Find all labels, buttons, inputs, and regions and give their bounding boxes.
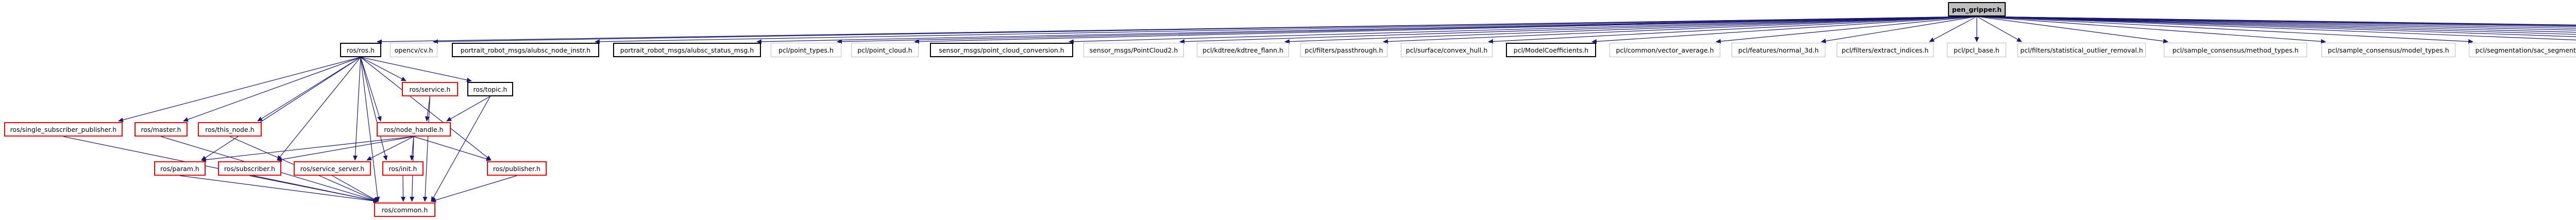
graph-node-master[interactable]: ros/master.h xyxy=(134,122,188,137)
graph-node-n10: pcl/filters/passthrough.h xyxy=(1300,43,1387,57)
graph-node-n8: sensor_msgs/PointCloud2.h xyxy=(1083,43,1184,57)
graph-node-ssp[interactable]: ros/single_subscriber_publisher.h xyxy=(4,122,123,137)
graph-node-n11: pcl/surface/convex_hull.h xyxy=(1401,43,1493,57)
graph-node-thisNode[interactable]: ros/this_node.h xyxy=(198,122,262,137)
graph-node-param[interactable]: ros/param.h xyxy=(154,161,206,176)
graph-node-n12[interactable]: pcl/ModelCoefficients.h xyxy=(1506,43,1596,57)
graph-node-init[interactable]: ros/init.h xyxy=(382,161,423,176)
graph-node-main: pen_gripper.h xyxy=(1948,2,2006,16)
graph-node-nodeHandle[interactable]: ros/node_handle.h xyxy=(377,122,451,137)
graph-node-n16: pcl/pcl_base.h xyxy=(1947,43,2006,57)
graph-node-subscriber[interactable]: ros/subscriber.h xyxy=(218,161,281,176)
graph-node-n9: pcl/kdtree/kdtree_flann.h xyxy=(1197,43,1289,57)
graph-node-n15: pcl/filters/extract_indices.h xyxy=(1837,43,1934,57)
graph-node-n3[interactable]: portrait_robot_msgs/alubsc_node_instr.h xyxy=(452,43,599,57)
graph-node-publisher[interactable]: ros/publisher.h xyxy=(487,161,547,176)
graph-node-topic[interactable]: ros/topic.h xyxy=(467,82,513,96)
graph-node-svc[interactable]: ros/service.h xyxy=(402,82,458,96)
graph-node-n18: pcl/sample_consensus/method_types.h xyxy=(2164,43,2307,57)
graph-node-n1[interactable]: ros/ros.h xyxy=(340,43,381,57)
graph-node-n7[interactable]: sensor_msgs/point_cloud_conversion.h xyxy=(930,43,1073,57)
graph-node-common[interactable]: ros/common.h xyxy=(374,202,435,217)
graph-node-n13: pcl/common/vector_average.h xyxy=(1609,43,1720,57)
graph-node-n2: opencv/cv.h xyxy=(390,43,437,57)
graph-node-n5: pcl/point_types.h xyxy=(771,43,841,57)
graph-node-n19: pcl/sample_consensus/model_types.h xyxy=(2321,43,2455,57)
graph-node-n14: pcl/features/normal_3d.h xyxy=(1732,43,1825,57)
graph-node-n4[interactable]: portrait_robot_msgs/alubsc_status_msg.h xyxy=(613,43,761,57)
graph-node-n6: pcl/point_cloud.h xyxy=(851,43,919,57)
graph-node-serviceServer[interactable]: ros/service_server.h xyxy=(294,161,371,176)
graph-node-n20: pcl/segmentation/sac_segmentation.h xyxy=(2469,43,2576,57)
graph-node-n17: pcl/filters/statistical_outlier_removal.… xyxy=(2018,43,2146,57)
